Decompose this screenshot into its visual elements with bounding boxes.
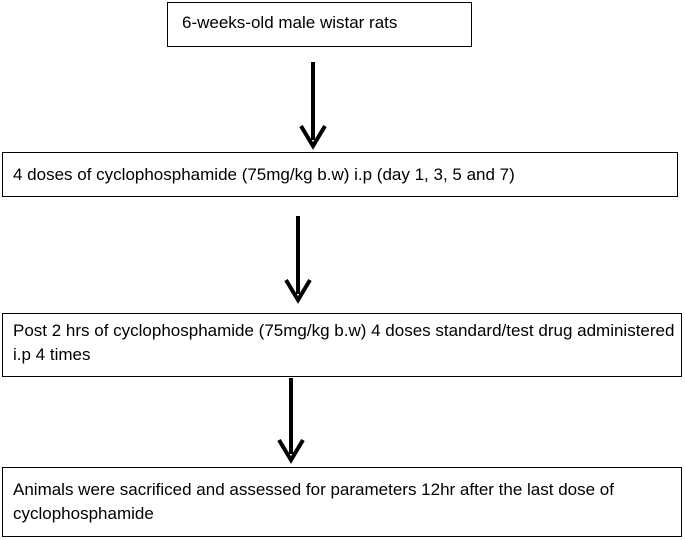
down-arrow-icon — [284, 216, 312, 304]
flow-step-1-text: 6-weeks-old male wistar rats — [182, 13, 398, 32]
flow-step-4: Animals were sacrificed and assessed for… — [2, 467, 682, 537]
down-arrow-icon — [277, 378, 305, 464]
flow-step-2-text: 4 doses of cyclophosphamide (75mg/kg b.w… — [13, 165, 515, 184]
flow-step-3: Post 2 hrs of cyclophosphamide (75mg/kg … — [2, 313, 682, 377]
flow-step-3-text: Post 2 hrs of cyclophosphamide (75mg/kg … — [13, 321, 675, 364]
down-arrow-icon — [299, 62, 327, 150]
flow-step-1: 6-weeks-old male wistar rats — [167, 2, 472, 47]
flow-step-2: 4 doses of cyclophosphamide (75mg/kg b.w… — [2, 152, 678, 197]
flow-step-4-text: Animals were sacrificed and assessed for… — [13, 480, 614, 523]
